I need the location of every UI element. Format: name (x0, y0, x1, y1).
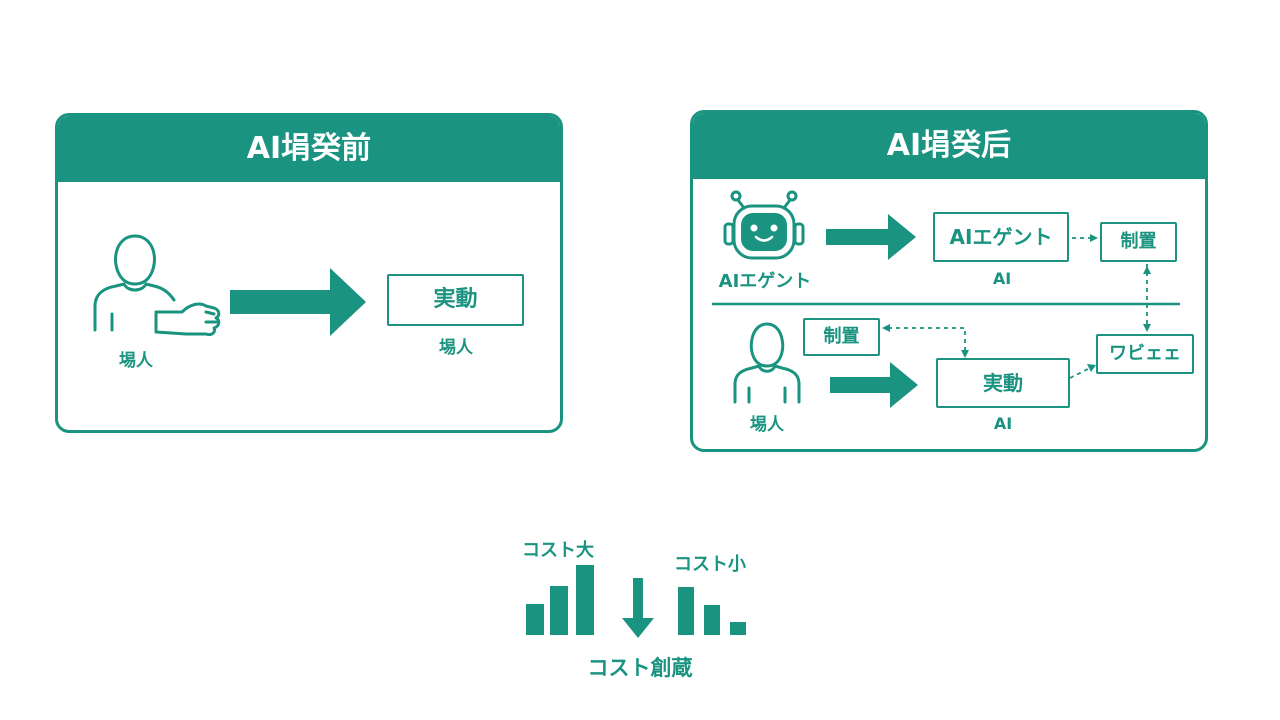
cost-small-label: コスト小 (674, 554, 746, 575)
cost-large-label: コスト大 (522, 540, 594, 561)
arrow-right-icon (826, 214, 916, 260)
action-box: 実動 (936, 358, 1070, 408)
agent-box: AIエゲント (933, 212, 1069, 262)
before-ai-title: AI埍癸前 (58, 116, 560, 182)
action-box-sub-label: 埸人 (439, 338, 473, 358)
person-icon (733, 322, 801, 404)
arrow-down-icon (622, 578, 654, 638)
bar-large-2 (550, 586, 568, 635)
action-box-sub-label: AI (993, 414, 1013, 433)
person-label: 埸人 (750, 415, 784, 435)
review-box: ワビェェ (1096, 334, 1194, 374)
control-box-top: 制置 (1100, 222, 1177, 262)
robot-label: AIエゲント (718, 271, 812, 292)
bar-small-2 (704, 605, 720, 635)
bar-large-3 (576, 565, 594, 635)
after-ai-title: AI埍癸后 (693, 113, 1205, 179)
robot-icon (723, 190, 805, 260)
bar-small-1 (678, 587, 694, 635)
arrow-right-icon (830, 362, 918, 408)
bar-large-1 (526, 604, 544, 635)
action-box: 実動 (387, 274, 524, 326)
cost-reduction-label: コスト創蔵 (587, 656, 693, 680)
cost-bars (526, 565, 746, 635)
arrow-right-icon (230, 268, 366, 336)
agent-box-sub-label: AI (992, 269, 1012, 288)
control-box-bottom: 制置 (803, 318, 880, 356)
bar-small-3 (730, 622, 746, 635)
person-label: 埸人 (119, 351, 153, 371)
person-icon (93, 234, 221, 336)
divider-line (712, 302, 1180, 306)
before-ai-panel: AI埍癸前 (55, 113, 563, 433)
